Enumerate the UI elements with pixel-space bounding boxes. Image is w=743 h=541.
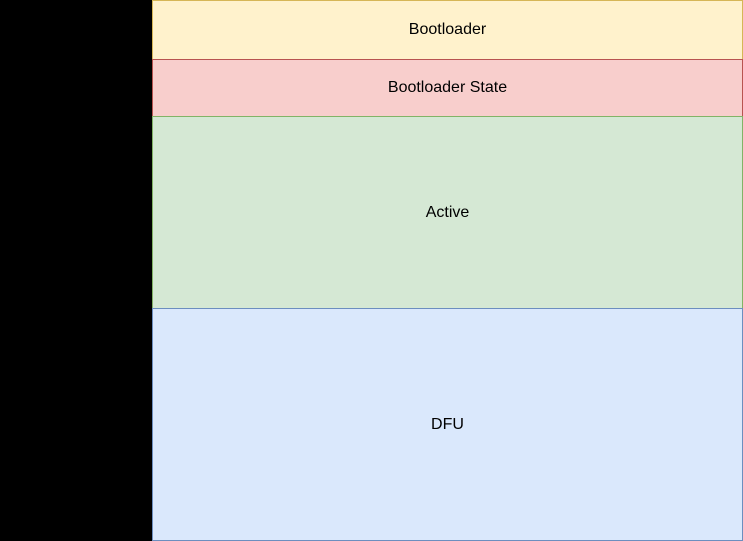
segment-bootloader-state: Bootloader State: [152, 59, 743, 117]
segment-active-label: Active: [425, 203, 470, 221]
black-panel: [0, 0, 152, 541]
segment-bootloader-label: Bootloader: [408, 21, 487, 39]
segment-dfu-label: DFU: [431, 415, 464, 433]
segment-dfu: DFU: [152, 308, 743, 541]
memory-segments-column: Bootloader Bootloader State Active DFU: [152, 0, 743, 541]
segment-bootloader: Bootloader: [152, 0, 743, 60]
segment-active: Active: [152, 116, 743, 309]
segment-bootloader-state-label: Bootloader State: [387, 79, 508, 97]
